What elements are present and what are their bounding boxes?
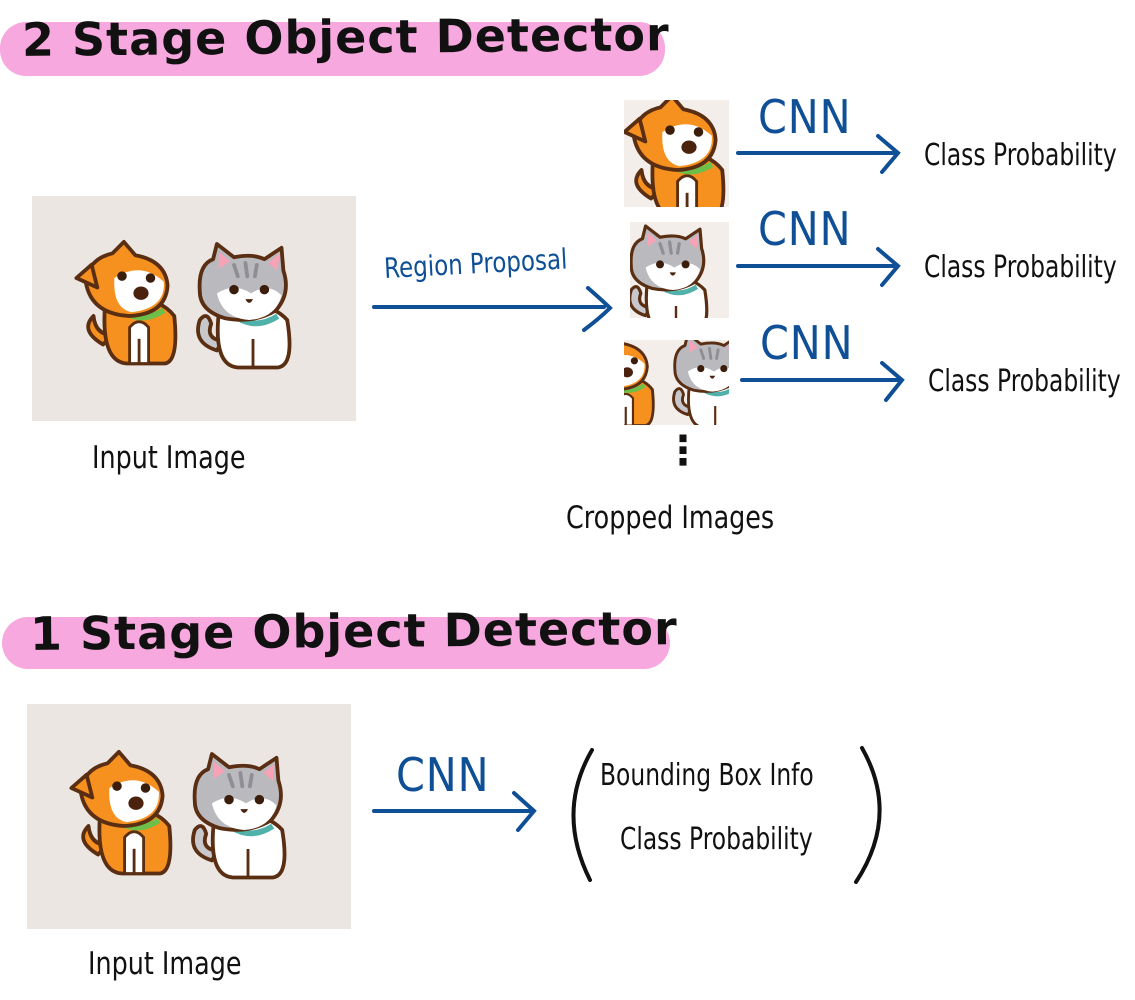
cnn-label-1: CNN [758, 90, 852, 144]
class-probability-output: Class Probability [620, 822, 813, 857]
cropped-image-dog [624, 100, 729, 207]
cnn-label-2: CNN [758, 202, 852, 256]
input-image [32, 196, 356, 421]
title-highlight [2, 617, 670, 669]
cropped-image-both [624, 340, 729, 425]
class-probability-1: Class Probability [924, 138, 1117, 173]
input-image-caption: Input Image [88, 946, 242, 982]
output-parentheses [571, 746, 882, 884]
cnn-label: CNN [396, 748, 490, 802]
class-probability-3: Class Probability [928, 364, 1121, 399]
title-highlight [0, 22, 665, 76]
more-crops-ellipsis: ⋮ [663, 428, 703, 474]
class-probability-2: Class Probability [924, 250, 1117, 285]
bounding-box-info-output: Bounding Box Info [600, 758, 814, 793]
cropped-image-cat [630, 222, 729, 318]
cnn-label-3: CNN [760, 316, 854, 370]
input-image-caption: Input Image [92, 440, 246, 476]
cropped-images-caption: Cropped Images [566, 500, 775, 536]
input-image [27, 704, 351, 929]
